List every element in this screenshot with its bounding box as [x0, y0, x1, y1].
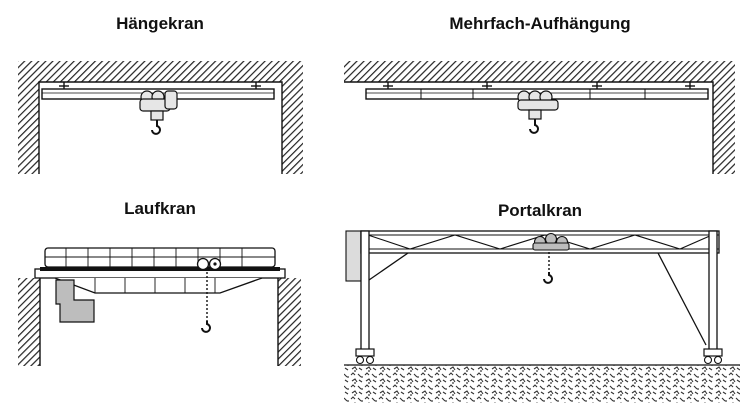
mehrfach-aufhaengung-diagram	[344, 61, 735, 174]
title-portalkran: Portalkran	[497, 201, 583, 220]
ground-hatch	[344, 365, 740, 403]
hook	[543, 272, 553, 284]
hook	[201, 321, 211, 333]
left-foot	[355, 348, 375, 365]
bridge-beam	[40, 267, 280, 271]
title-haengekran: Hängekran	[116, 14, 204, 33]
trolley	[196, 257, 222, 271]
bridge-girder-top	[44, 247, 276, 268]
trolley	[532, 232, 570, 251]
ceiling-wall-hatch	[344, 61, 735, 174]
title-laufkran: Laufkran	[124, 199, 196, 218]
wall-outline	[344, 81, 714, 174]
wall-outline	[38, 81, 283, 174]
laufkran-diagram	[18, 247, 301, 366]
title-mehrfach-aufhaengung: Mehrfach-Aufhängung	[449, 14, 631, 33]
wall-outline	[39, 278, 279, 366]
right-brace	[657, 252, 707, 346]
left-brace	[368, 252, 409, 281]
trolley-hoist	[139, 90, 178, 135]
left-leg	[360, 230, 370, 354]
portalkran-diagram	[344, 230, 740, 403]
ceiling-wall-hatch	[18, 61, 303, 174]
trolley-hoist	[517, 90, 559, 134]
bridge-lower-truss	[54, 277, 263, 294]
operator-cab	[345, 230, 362, 282]
haengekran-diagram	[18, 61, 303, 174]
cab-arm	[55, 279, 95, 323]
right-foot	[703, 348, 723, 365]
left-wall-hatch	[18, 278, 40, 366]
right-wall-hatch	[278, 278, 301, 366]
right-leg	[708, 230, 718, 354]
